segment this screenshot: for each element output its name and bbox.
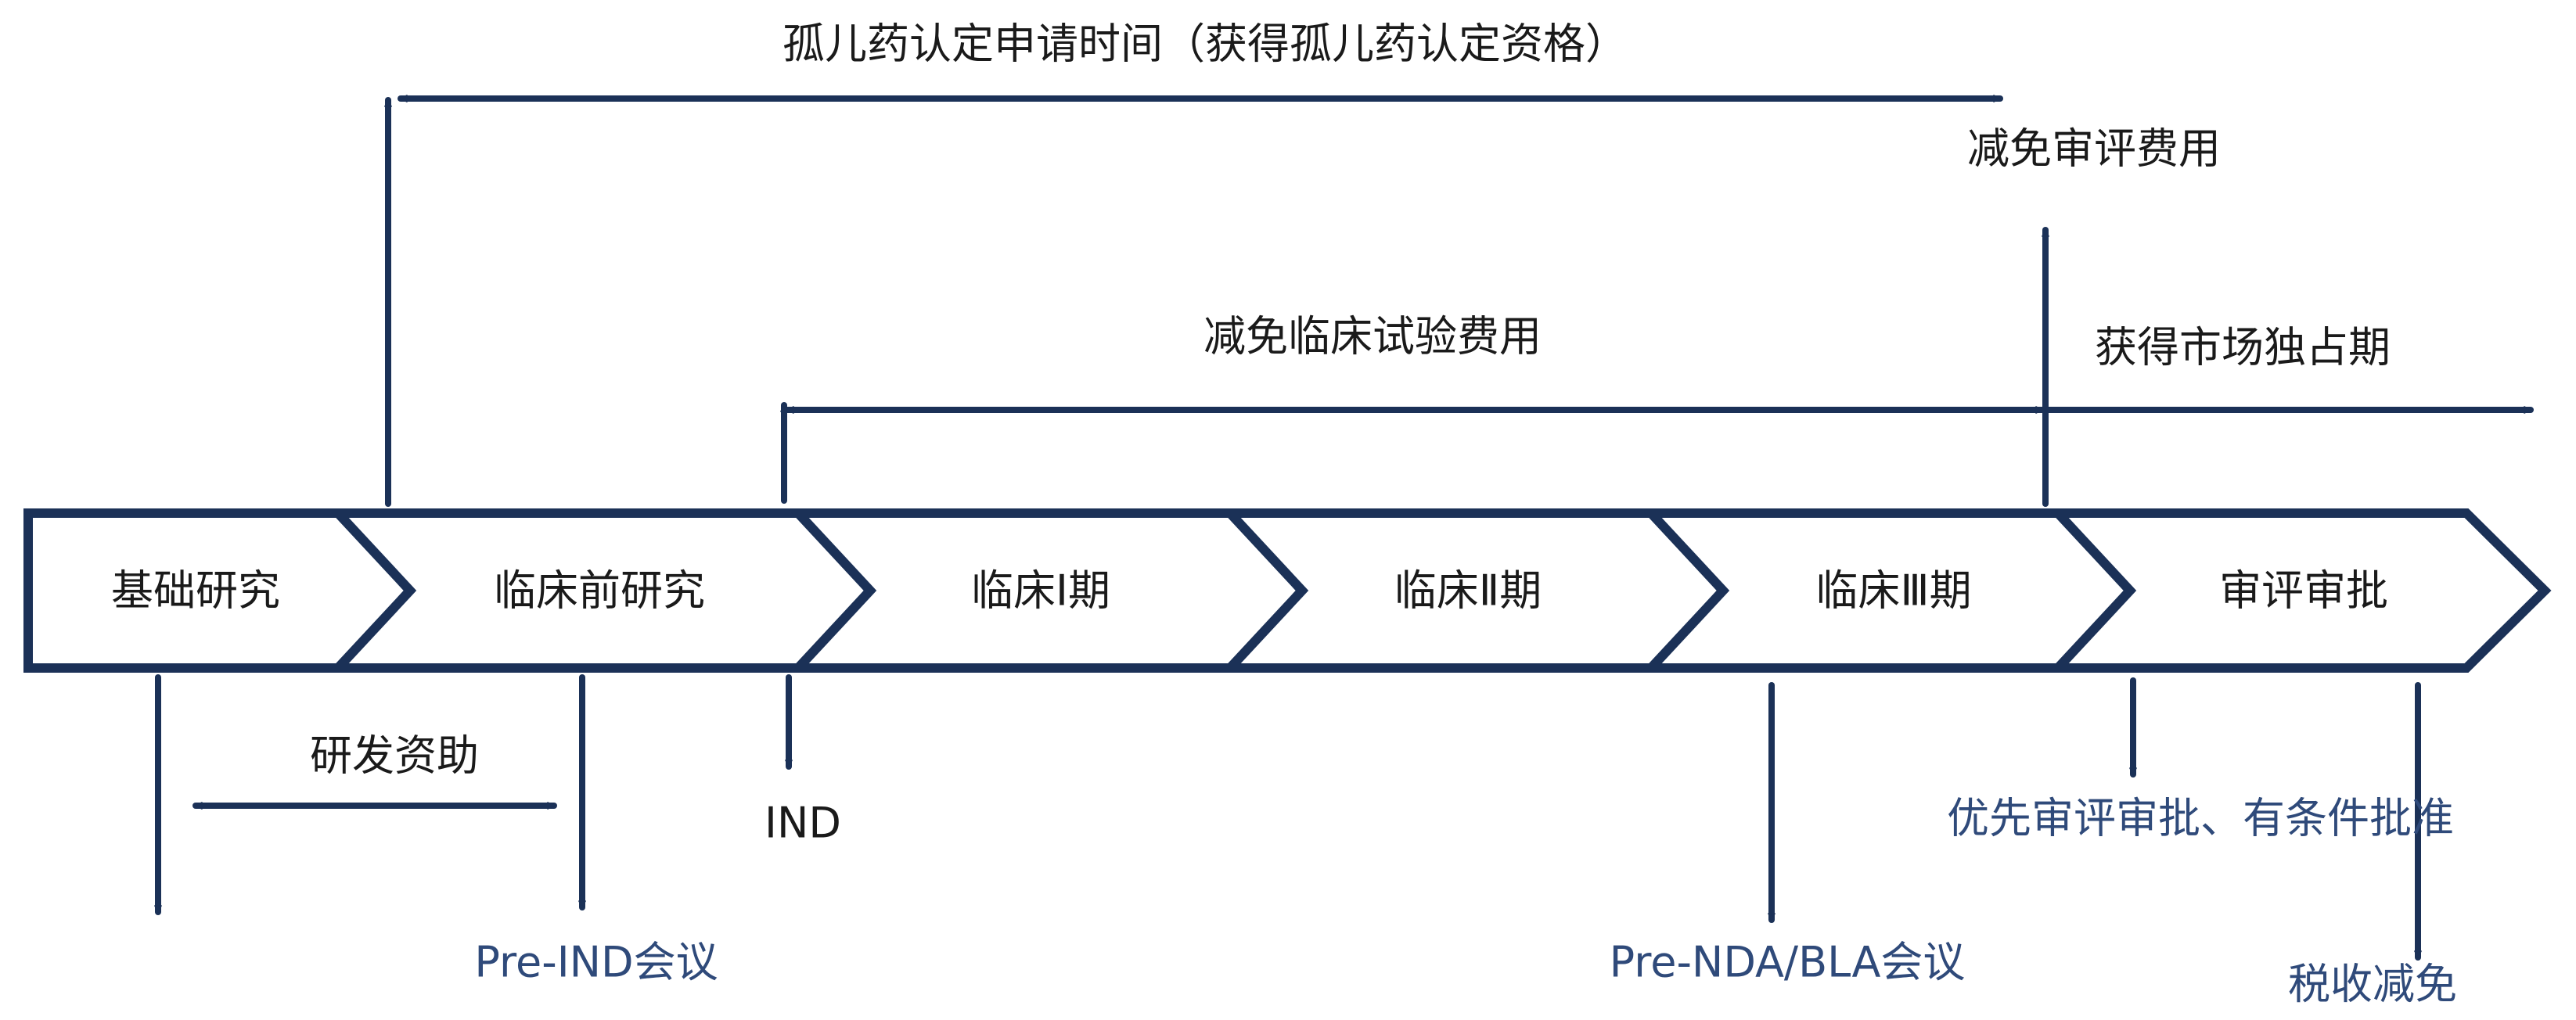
label-review-fee-waiver: 减免审评费用 — [1967, 124, 2221, 174]
stage-label-preclinical: 临床前研究 — [494, 566, 705, 616]
label-pre-nda-bla-meeting: Pre-NDA/BLA会议 — [1610, 938, 1966, 987]
stage-chevron-row — [23, 508, 2552, 673]
label-priority-review: 优先审评审批、有条件批准 — [1947, 794, 2454, 843]
stage-label-phase-1: 临床Ⅰ期 — [971, 566, 1110, 616]
stage-label-review-approval: 审评审批 — [2219, 566, 2388, 616]
label-market-exclusivity: 获得市场独占期 — [2095, 323, 2391, 372]
label-orphan-designation: 孤儿药认定申请时间（获得孤儿药认定资格） — [783, 20, 1628, 69]
stage-chevron-review-approval — [2047, 508, 2552, 673]
stage-label-phase-3: 临床Ⅲ期 — [1815, 566, 1971, 616]
label-ind: IND — [765, 799, 841, 848]
stage-label-basic-research: 基础研究 — [111, 566, 280, 616]
label-clinical-trial-fee-waiver: 减免临床试验费用 — [1203, 312, 1542, 361]
label-rd-funding: 研发资助 — [310, 731, 479, 781]
label-tax-relief: 税收减免 — [2288, 960, 2457, 1009]
stage-label-phase-2: 临床Ⅱ期 — [1394, 566, 1542, 616]
label-pre-ind-meeting: Pre-IND会议 — [474, 938, 718, 987]
